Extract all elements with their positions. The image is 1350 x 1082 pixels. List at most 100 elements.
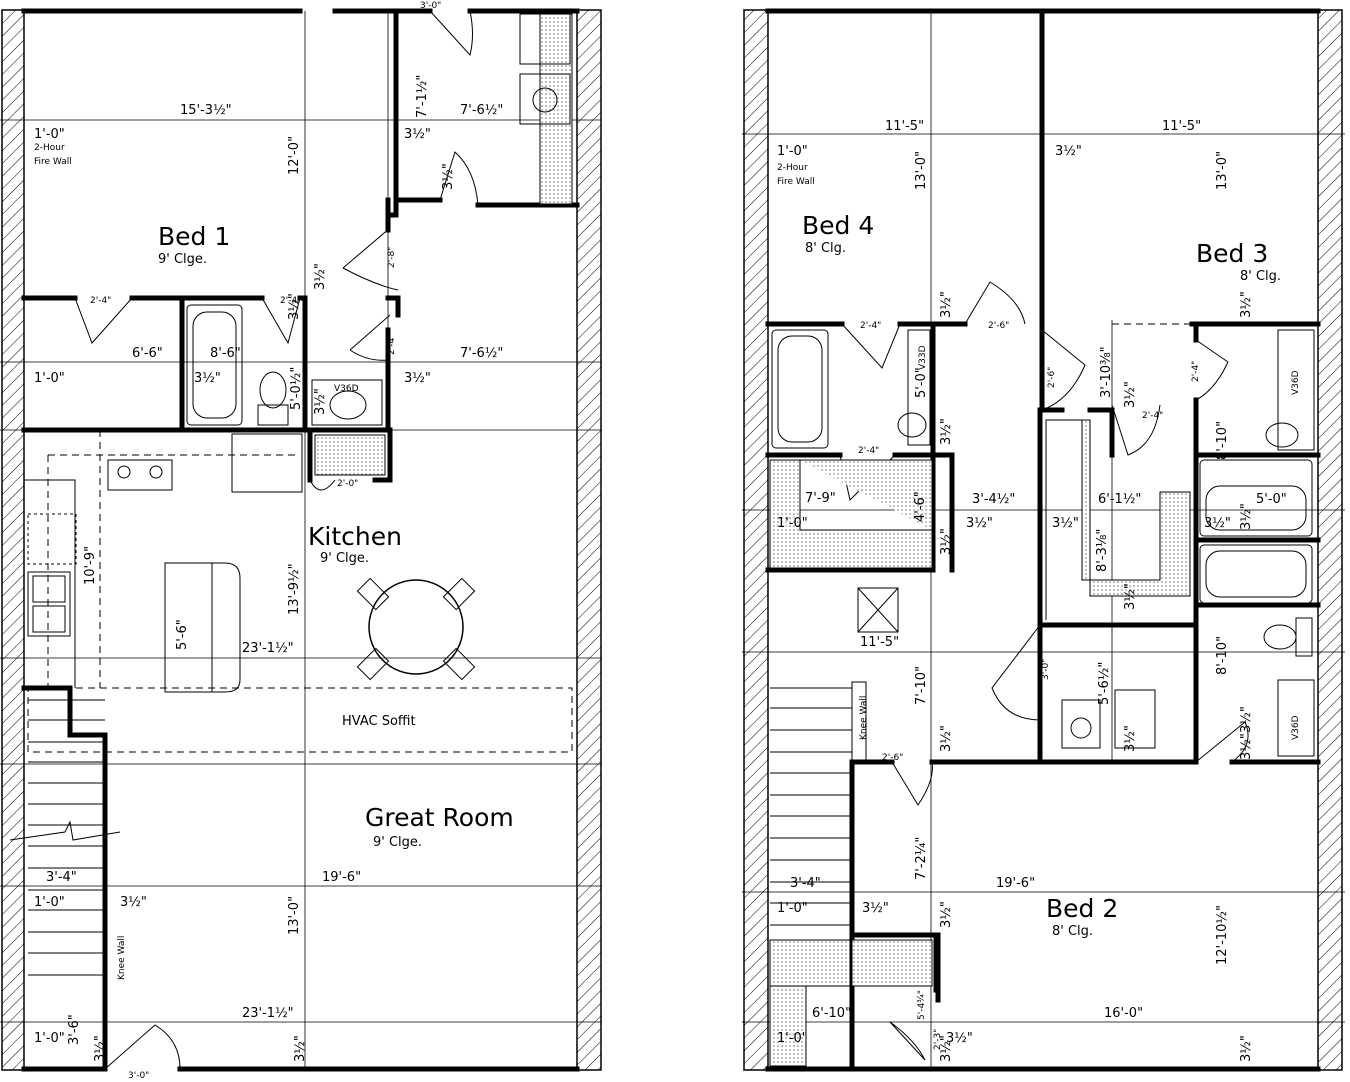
dimension-label: 12'-0": [287, 136, 302, 175]
f2-doors: [839, 281, 1249, 1061]
dimension-label: 6'-6": [132, 346, 163, 361]
dimension-label: 3'-10⅜": [1099, 346, 1114, 398]
dimension-label: 4'-6": [913, 491, 928, 522]
f1-doors: [74, 10, 479, 1070]
f2-closets: [769, 419, 1191, 1067]
dimension-label: 1'-0": [34, 1031, 65, 1046]
dimension-label: 3½": [441, 163, 456, 190]
dimension-label: 3½": [1239, 291, 1254, 318]
room-label-bed1: Bed 1: [158, 222, 230, 251]
dimension-label: 5'-4¾": [917, 990, 927, 1020]
note-knee-wall: Knee Wall: [117, 936, 127, 980]
f1-laundry: [519, 13, 573, 205]
dimension-label: 2'-6": [1047, 367, 1057, 388]
dimension-label: 3½": [93, 1035, 108, 1062]
dimension-label: 5'-0½": [289, 367, 304, 410]
dimension-label: 3½": [287, 293, 302, 320]
note-hvac-soffit: HVAC Soffit: [342, 714, 416, 729]
dimension-label: 7'-2¼": [914, 837, 929, 880]
dimension-label: 8'-6": [210, 346, 241, 361]
dimension-label: 3½": [939, 418, 954, 445]
dimension-label: 3½": [1239, 503, 1254, 530]
dimension-label: 3½": [1052, 516, 1079, 531]
dimension-label: 3½": [1239, 706, 1254, 733]
dimension-label: 15'-3½": [180, 103, 232, 118]
dimension-label: 1'-0": [777, 901, 808, 916]
dimension-label: 1'-0": [34, 895, 65, 910]
dimension-label: 3½": [313, 263, 328, 290]
f1-hvac-soffit: [27, 687, 573, 753]
f2-left-exterior-wall: [743, 9, 769, 1071]
dimension-label: 3'-0": [128, 1071, 149, 1081]
note-v33d: V33D: [918, 345, 928, 370]
dimension-label: 8'-10": [1215, 636, 1230, 675]
dimension-label: 5'-6": [175, 619, 190, 650]
dimension-label: 3½": [1239, 1035, 1254, 1062]
dimension-label: 7'-1½": [415, 75, 430, 118]
f1-labels: Bed 1 9' Clge. Kitchen 9' Clge. Great Ro…: [34, 1, 514, 1081]
dimension-label: 3'-6": [67, 1014, 82, 1045]
room-label-kitchen: Kitchen: [308, 522, 402, 551]
dimension-label: 1'-0": [777, 516, 808, 531]
dimension-label: 13'-9½": [287, 563, 302, 615]
f1-stairs: [9, 699, 121, 976]
floor-1-plan: [0, 8, 602, 1072]
dimension-label: 2'-4": [280, 296, 301, 306]
dimension-label: 7'-9": [805, 491, 836, 506]
dimension-label: 5'-6½": [1097, 662, 1112, 705]
f1-kitchen-fixtures: [24, 430, 476, 693]
room-label-bed3: Bed 3: [1196, 239, 1268, 268]
note-vanity: V36D: [334, 384, 359, 394]
dimension-label: 3'-0": [420, 1, 441, 11]
dimension-label: 13'-0": [287, 896, 302, 935]
ceiling-label-bed2: 8' Clg.: [1052, 924, 1093, 939]
dimension-label: 3'-4½": [972, 492, 1015, 507]
dimension-label: 3½": [293, 1035, 308, 1062]
dimension-label: 13'-0": [1215, 151, 1230, 190]
dimension-label: 7'-6½": [460, 103, 503, 118]
f1-bath-fixtures: [186, 304, 383, 426]
dimension-label: 3½": [120, 895, 147, 910]
dimension-label: 2'-0": [337, 479, 358, 489]
floor-2-plan: [742, 8, 1345, 1072]
f1-right-exterior-wall: [576, 9, 602, 1071]
dimension-label: 3½": [1055, 144, 1082, 159]
ceiling-label-bed1: 9' Clge.: [158, 252, 207, 267]
dimension-label: 2'-4": [1142, 411, 1163, 421]
dimension-label: 13'-0": [914, 151, 929, 190]
note-fire-wall-2: Fire Wall: [777, 177, 815, 187]
dimension-label: 2'-4": [387, 334, 397, 355]
dimension-label: 16'-0": [1104, 1006, 1143, 1021]
dimension-label: 3½": [404, 371, 431, 386]
dimension-label: 7'-10": [914, 666, 929, 705]
f1-interior-walls: [21, 8, 580, 1072]
dimension-label: 1'-0": [34, 127, 65, 142]
note-v36d-a: V36D: [1291, 370, 1301, 395]
dimension-label: 3½": [404, 127, 431, 142]
dimension-label: 3½": [966, 516, 993, 531]
dimension-label: 3½": [1123, 381, 1138, 408]
dimension-label: 3½": [939, 725, 954, 752]
dimension-label: 3½": [939, 528, 954, 555]
dimension-label: 2'-4": [860, 321, 881, 331]
dimension-label: 3½": [946, 1031, 973, 1046]
dimension-label: 6'-1½": [1098, 492, 1141, 507]
dimension-label: 19'-6": [996, 876, 1035, 891]
dimension-label: 2'-4": [858, 446, 879, 456]
dimension-label: 3½": [939, 291, 954, 318]
dimension-label: 2'-6": [882, 753, 903, 763]
room-label-bed2: Bed 2: [1046, 894, 1118, 923]
dimension-label: 2'-3": [933, 1029, 943, 1050]
room-label-great-room: Great Room: [365, 803, 514, 832]
dimension-label: 1'-0": [777, 1031, 808, 1046]
f2-fixtures: [771, 329, 1315, 757]
dimension-label: 3'-4": [790, 876, 821, 891]
dimension-label: 3½": [1204, 516, 1231, 531]
dimension-label: 5'-0": [1256, 492, 1287, 507]
dimension-label: 1'-0": [777, 144, 808, 159]
dimension-label: 6'-10": [812, 1006, 851, 1021]
dimension-label: 23'-1½": [242, 641, 294, 656]
dimension-label: 8'-3⅛": [1095, 529, 1110, 572]
f1-left-exterior-wall: [1, 9, 25, 1071]
